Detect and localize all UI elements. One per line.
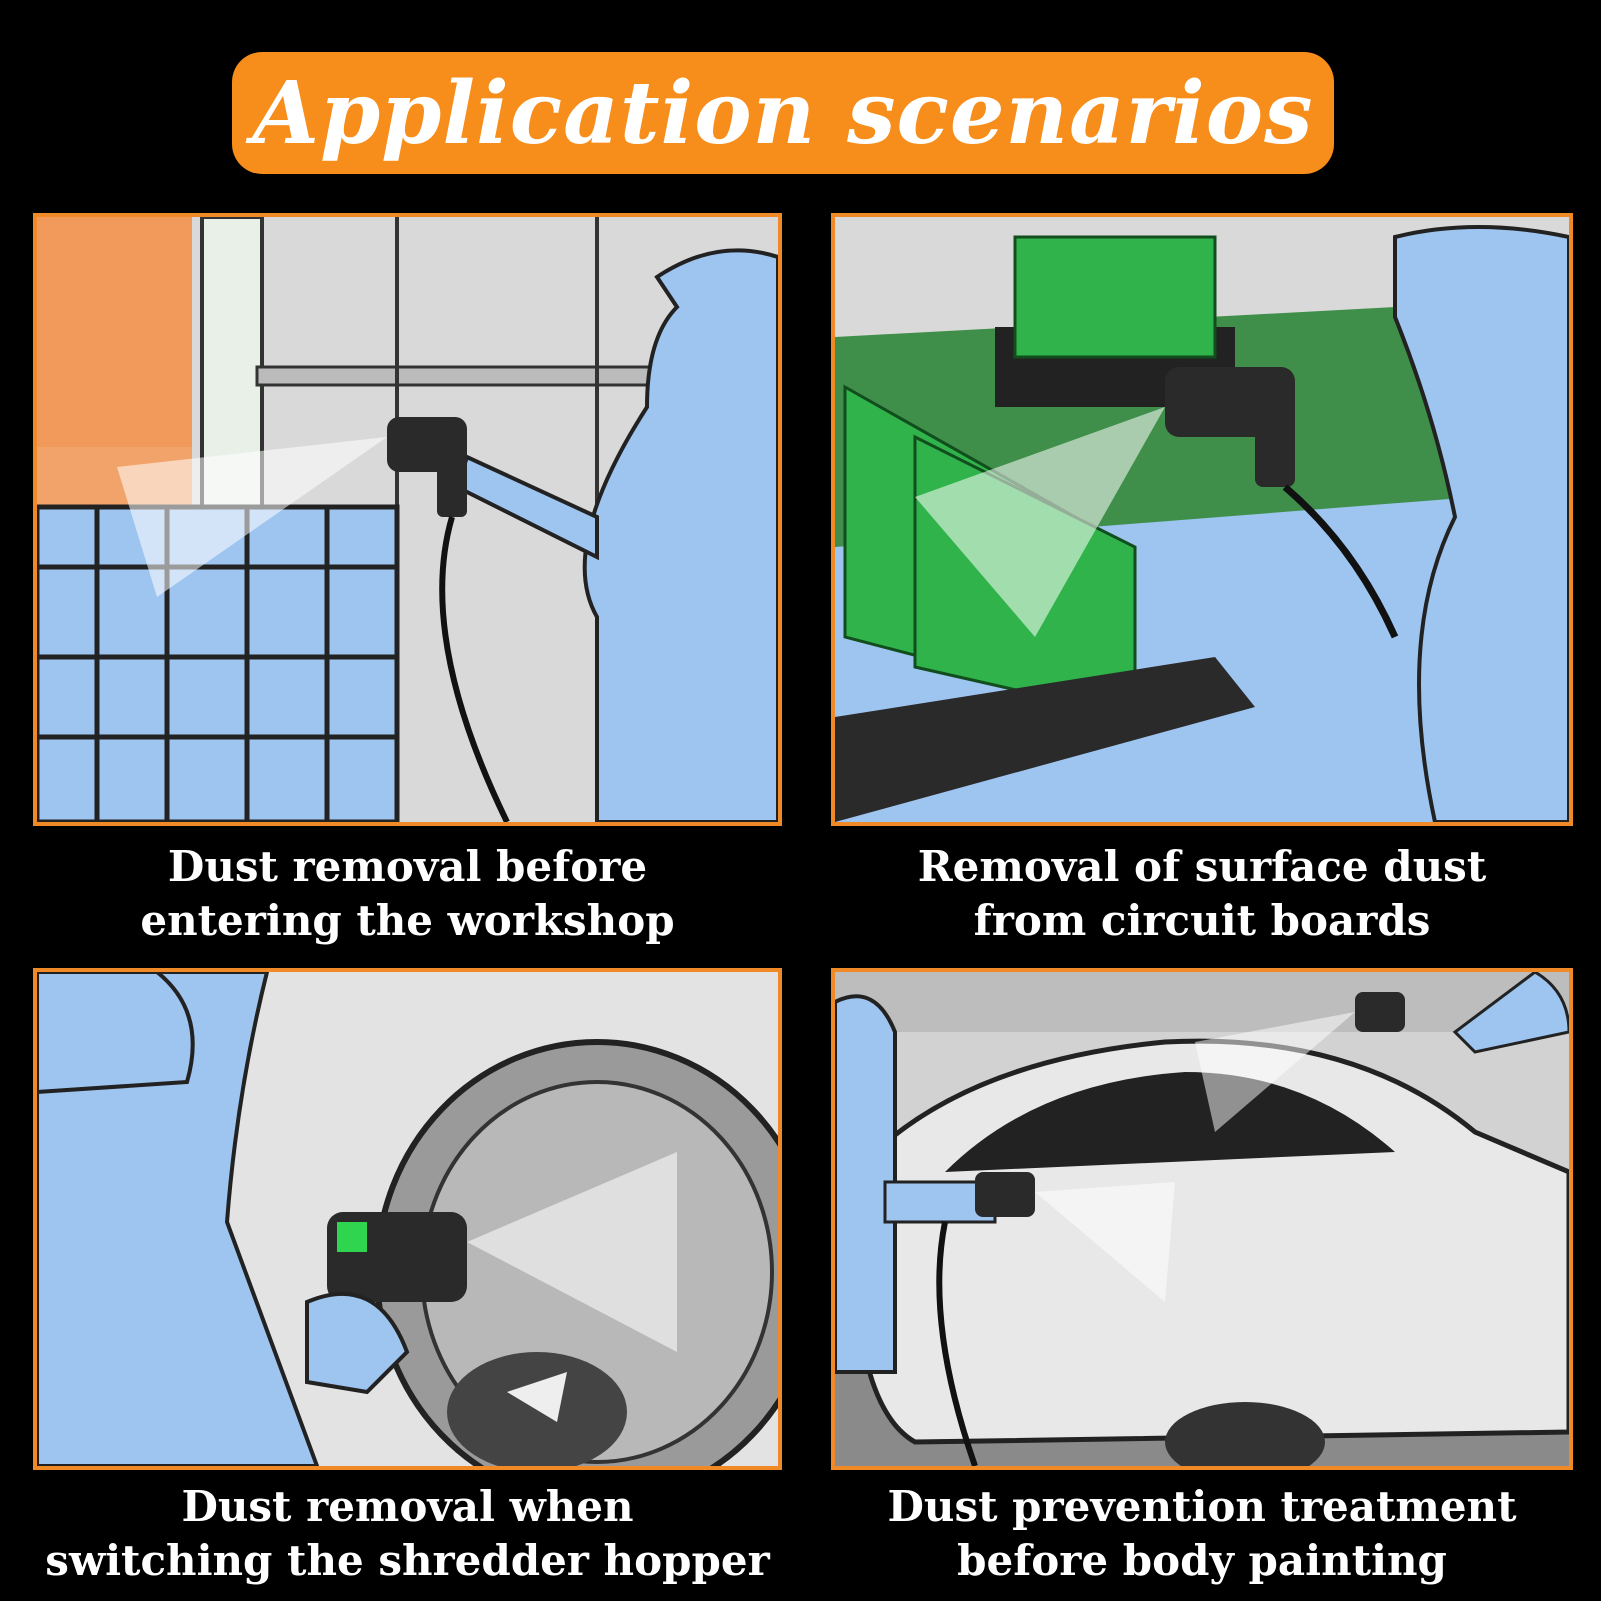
caption-line: before body painting xyxy=(957,1536,1447,1585)
scenario-image-circuit-boards xyxy=(831,213,1573,826)
caption-line: Dust removal when xyxy=(181,1482,634,1531)
scenario-image-shredder-hopper xyxy=(33,968,782,1470)
caption-line: Removal of surface dust xyxy=(917,842,1487,891)
scenario-caption-shredder-hopper: Dust removal when switching the shredder… xyxy=(33,1480,782,1588)
caption-line: Dust removal before xyxy=(167,842,648,891)
caption-line: Dust prevention treatment xyxy=(887,1482,1517,1531)
title-banner: Application scenarios xyxy=(232,52,1334,174)
caption-line: switching the shredder hopper xyxy=(45,1536,770,1585)
scenario-caption-circuit-boards: Removal of surface dust from circuit boa… xyxy=(831,840,1573,948)
scenario-caption-body-painting: Dust prevention treatment before body pa… xyxy=(831,1480,1573,1588)
scenario-image-workshop xyxy=(33,213,782,826)
caption-line: from circuit boards xyxy=(973,896,1431,945)
caption-line: entering the workshop xyxy=(140,896,675,945)
page-title: Application scenarios xyxy=(252,62,1314,164)
scenario-image-body-painting xyxy=(831,968,1573,1470)
scenario-caption-workshop: Dust removal before entering the worksho… xyxy=(33,840,782,948)
